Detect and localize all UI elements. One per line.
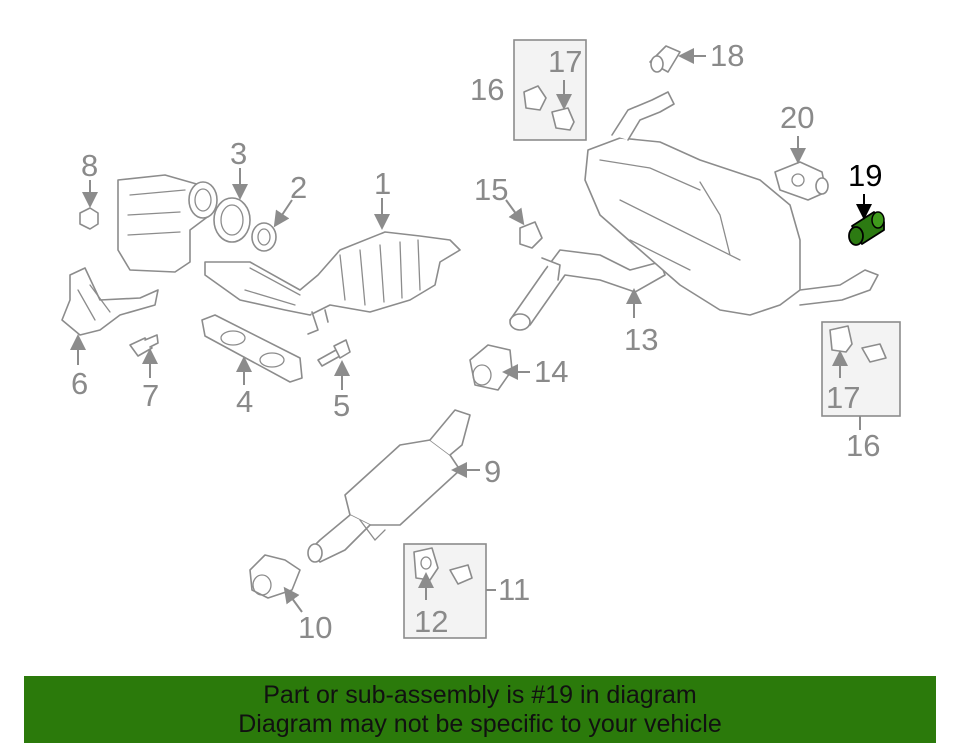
- part-9-center-muffler[interactable]: [307, 409, 471, 563]
- part-2-gasket[interactable]: [251, 222, 277, 252]
- callout-14: 14: [534, 354, 568, 389]
- part-15-mount[interactable]: [519, 221, 543, 249]
- banner-line-2: Diagram may not be specific to your vehi…: [238, 709, 722, 738]
- banner-line-1: Part or sub-assembly is #19 in diagram: [263, 680, 697, 709]
- part-11-bracket: [449, 564, 473, 585]
- callout-11: 11: [498, 572, 530, 607]
- part-7-bolt[interactable]: [129, 334, 159, 357]
- part-8-nut[interactable]: [79, 207, 99, 230]
- callout-17-top: 17: [548, 44, 582, 79]
- part-14-clamp[interactable]: [469, 344, 513, 391]
- leader-lines: [70, 48, 872, 613]
- part-13-intermediate-pipe[interactable]: [509, 249, 666, 331]
- callout-10: 10: [298, 610, 332, 645]
- exhaust-system-diagram: 1 2 3 4 5 6 7 8 9 10 11 12 13 14 15 16 1…: [61, 38, 901, 645]
- part-5-bolt[interactable]: [317, 339, 351, 367]
- callout-6: 6: [71, 366, 88, 401]
- callout-labels: 1 2 3 4 5 6 7 8 9 10 11 12 13 14 15 16 1…: [71, 38, 882, 645]
- callout-19: 19: [848, 158, 882, 193]
- part-19-tailpipe-tip[interactable]: [848, 211, 885, 246]
- part-10-clamp[interactable]: [249, 554, 301, 599]
- callout-16-right: 16: [846, 428, 880, 463]
- callout-13: 13: [624, 322, 658, 357]
- part-4-manifold-gasket[interactable]: [201, 314, 303, 383]
- part-18-tailpipe[interactable]: [649, 45, 681, 73]
- part-3-clamp[interactable]: [213, 197, 251, 243]
- info-banner: Part or sub-assembly is #19 in diagram D…: [24, 676, 936, 743]
- part-16-hanger-kit-box-top[interactable]: [513, 39, 587, 141]
- callout-2: 2: [290, 170, 307, 205]
- callout-1: 1: [374, 166, 391, 201]
- callout-3: 3: [230, 136, 247, 171]
- callout-17-right: 17: [826, 380, 860, 415]
- part-16-hanger-kit-box-right[interactable]: [821, 321, 901, 430]
- callout-9: 9: [484, 454, 501, 489]
- callout-20: 20: [780, 100, 814, 135]
- callout-8: 8: [81, 148, 98, 183]
- part-20-valve[interactable]: [774, 161, 829, 201]
- callout-5: 5: [333, 388, 350, 423]
- part-17-rubber-mount-right: [829, 325, 853, 353]
- callout-15: 15: [474, 172, 508, 207]
- catalyst-housing[interactable]: [117, 174, 218, 273]
- part-11-hanger-kit-box[interactable]: [403, 543, 496, 639]
- part-1-catalytic-converter[interactable]: [204, 231, 461, 335]
- rear-muffler[interactable]: [584, 91, 879, 316]
- callout-12: 12: [414, 604, 448, 639]
- part-6-heat-shield[interactable]: [61, 267, 159, 336]
- callout-7: 7: [142, 378, 159, 413]
- callout-16-top: 16: [470, 72, 504, 107]
- callout-4: 4: [236, 384, 253, 419]
- callout-18: 18: [710, 38, 744, 73]
